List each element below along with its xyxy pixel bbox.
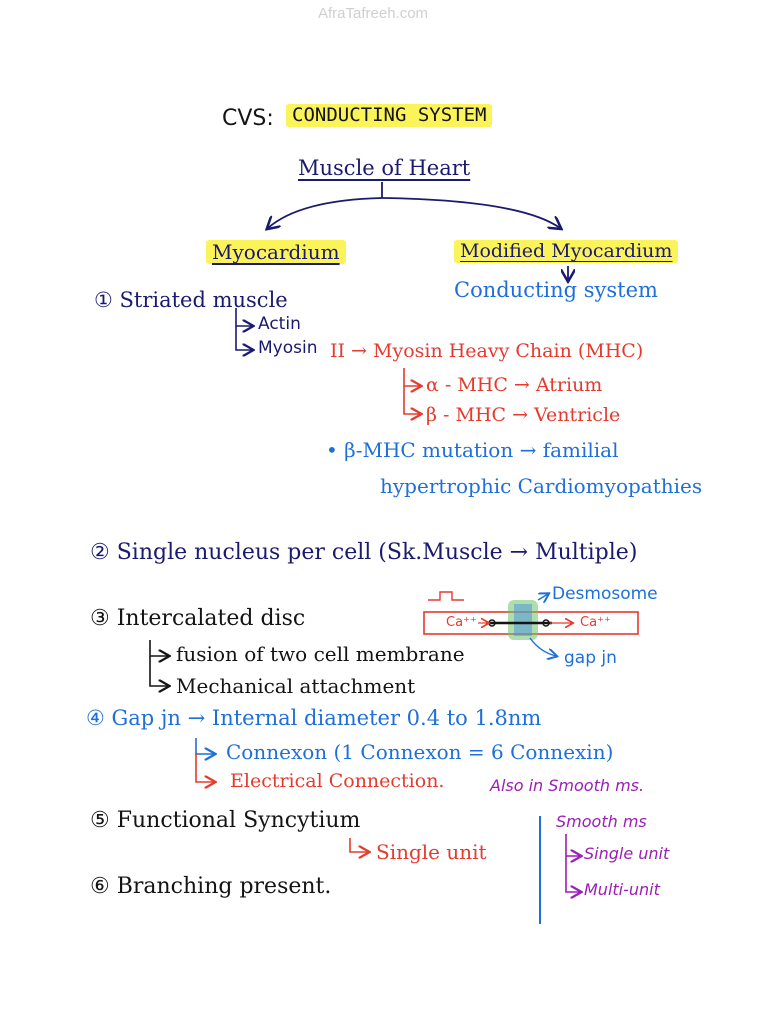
bracket-mechanical xyxy=(149,656,168,686)
watermark: AfraTafreeh.com xyxy=(318,5,429,22)
bracket-electrical xyxy=(195,754,214,782)
point-1-heading: ① Striated muscle xyxy=(94,288,288,312)
branch-modified-myocardium: Modified Myocardium xyxy=(454,240,679,263)
intercalated-disc-diagram xyxy=(423,591,639,656)
point-5-heading: ⑤ Functional Syncytium xyxy=(90,808,361,833)
side-multi-unit: Multi-unit xyxy=(584,880,660,899)
bracket-connexon xyxy=(195,738,214,754)
myosin-heavy-chain: II → Myosin Heavy Chain (MHC) xyxy=(330,340,644,362)
title-prefix: CVS: xyxy=(222,106,274,131)
beta-mhc-mutation: • β-MHC mutation → familial xyxy=(326,438,619,462)
connexon-label: Connexon (1 Connexon = 6 Connexin) xyxy=(226,740,614,764)
conducting-system-label: Conducting system xyxy=(454,278,658,302)
point-2: ② Single nucleus per cell (Sk.Muscle → M… xyxy=(90,540,638,565)
point-6-heading: ⑥ Branching present. xyxy=(90,874,332,899)
bracket-single-unit xyxy=(349,838,368,852)
bracket-myosin xyxy=(235,326,252,350)
page-title: CONDUCTING SYSTEM xyxy=(286,104,493,127)
alpha-mhc: α - MHC → Atrium xyxy=(426,374,603,396)
bracket-side-single xyxy=(565,834,580,856)
ca-right-label: Ca⁺⁺ xyxy=(580,615,611,630)
bracket-alpha xyxy=(403,368,420,386)
actin-label: Actin xyxy=(258,314,301,334)
side-smooth-ms: Smooth ms xyxy=(556,812,647,831)
root-node: Muscle of Heart xyxy=(298,156,471,180)
side-single-unit: Single unit xyxy=(584,844,670,863)
tree-branch-right xyxy=(381,197,560,228)
gap-jn-label: gap jn xyxy=(564,648,617,668)
electrical-connection: Electrical Connection. xyxy=(230,770,445,792)
also-smooth-note: Also in Smooth ms. xyxy=(490,776,645,795)
point-3-heading: ③ Intercalated disc xyxy=(90,606,306,631)
cardiomyopathies: hypertrophic Cardiomyopathies xyxy=(380,474,703,498)
myosin-label: Myosin xyxy=(258,338,318,358)
tree-branch-left xyxy=(268,197,383,228)
mechanical-label: Mechanical attachment xyxy=(176,674,416,698)
bracket-beta xyxy=(403,386,420,414)
beta-mhc: β - MHC → Ventricle xyxy=(426,404,621,426)
fusion-label: fusion of two cell membrane xyxy=(176,642,465,666)
bracket-fusion xyxy=(149,640,168,656)
desmosome-label: Desmosome xyxy=(552,584,658,604)
ca-left-label: Ca⁺⁺ xyxy=(446,615,477,630)
point-4-heading: ④ Gap jn → Internal diameter 0.4 to 1.8n… xyxy=(86,706,542,730)
branch-myocardium: Myocardium xyxy=(206,240,346,264)
single-unit-label: Single unit xyxy=(376,840,487,864)
bracket-side-multi xyxy=(565,856,580,892)
